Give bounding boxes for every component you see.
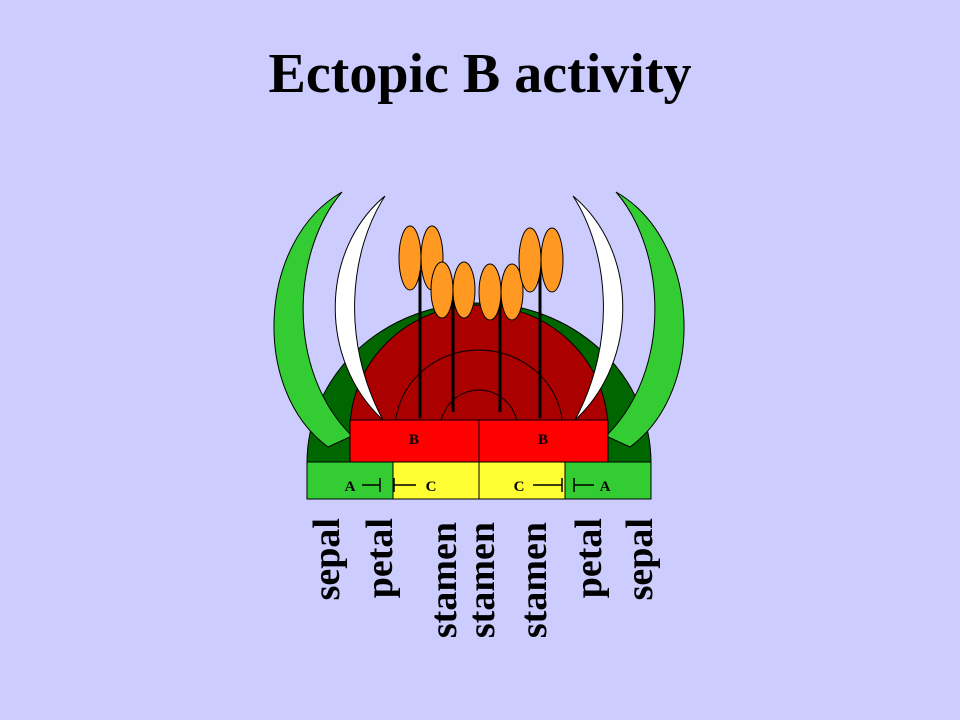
organ-label-stamen-3: stamen [513,522,555,638]
c-domain-right-label: C [514,479,525,495]
organ-label-petal-right: petal [568,518,610,598]
stamen-anther [540,227,564,293]
stamen-anther [518,227,542,293]
organ-label-stamen-2: stamen [461,522,503,638]
stamen-anther [398,225,422,291]
organ-label-sepal-left: sepal [306,518,348,600]
organ-label-sepal-right: sepal [619,518,661,600]
b-domain-right [478,419,609,463]
a-domain-right-label: A [600,479,611,495]
stamen-anther [478,263,502,321]
a-domain-left-label: A [345,479,356,495]
b-domain-left [349,419,480,463]
sepal-right [605,191,685,448]
c-domain-left-label: C [426,479,437,495]
sepal-left [273,191,353,448]
a-domain-right [564,461,652,500]
stamen-anther [452,261,476,319]
organ-label-petal-left: petal [359,518,401,598]
ac-repression-symbol-right [533,478,594,492]
receptacle-inner [349,304,609,431]
ac-repression-symbol-left [362,478,416,492]
whorl-arc-outer [394,349,564,431]
c-domain-right [478,461,566,500]
b-domain-left-label: B [409,432,419,448]
organ-label-stamen-1: stamen [423,522,465,638]
slide-title: Ectopic B activity [268,43,692,105]
stamen-anther [500,263,524,321]
b-domain-right-label: B [538,432,548,448]
whorl-arc-inner [439,389,519,431]
stamen-anther [430,261,454,319]
